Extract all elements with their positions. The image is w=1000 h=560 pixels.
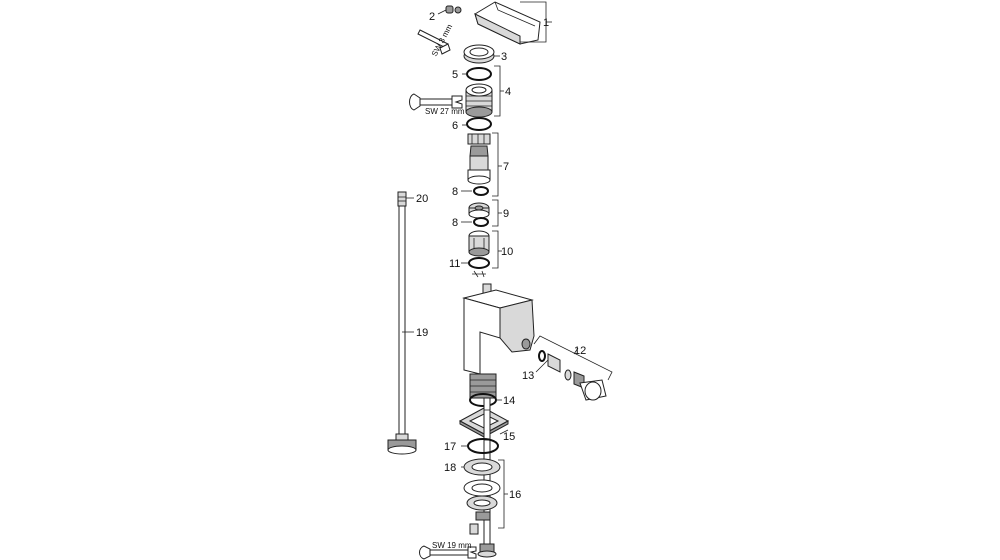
part-label-18: 18 — [444, 462, 456, 474]
hex-key-tool — [417, 29, 451, 55]
cartridge-part — [467, 133, 491, 185]
part-label-8b: 8 — [452, 217, 458, 229]
bracket-10 — [492, 230, 502, 269]
part-label-16: 16 — [509, 489, 521, 501]
faucet-body-part — [462, 283, 535, 399]
part-label-8a: 8 — [452, 186, 458, 198]
bracket-12 — [533, 335, 613, 381]
part-label-1: 1 — [543, 17, 549, 29]
part-label-15: 15 — [503, 431, 515, 443]
aerator-assembly-part — [538, 350, 607, 401]
seal-8b-part — [473, 217, 489, 227]
part-label-9: 9 — [503, 208, 509, 220]
fixing-set-part — [463, 479, 501, 535]
bracket-7 — [492, 132, 502, 197]
threaded-nut-part — [465, 83, 493, 118]
clip-part — [472, 270, 486, 278]
bracket-9 — [492, 199, 502, 227]
part-label-20: 20 — [416, 193, 428, 205]
part-label-13: 13 — [522, 370, 534, 382]
o-ring-5-part — [466, 67, 492, 81]
supply-hose-part — [387, 191, 417, 455]
part-label-12: 12 — [574, 345, 586, 357]
bracket-16 — [498, 459, 508, 529]
grub-screw-part — [445, 5, 462, 14]
o-ring-17-part — [467, 438, 499, 454]
lever-handle-part — [474, 1, 541, 45]
wrench-19-size-label: SW 19 mm — [432, 541, 472, 550]
bracket-1 — [520, 1, 552, 43]
o-ring-6-part — [466, 117, 492, 131]
part-label-6: 6 — [452, 120, 458, 132]
part-label-19: 19 — [416, 327, 428, 339]
part-label-14: 14 — [503, 395, 515, 407]
part-label-3: 3 — [501, 51, 507, 63]
part-label-4: 4 — [505, 86, 511, 98]
wrench-19-tool — [419, 545, 477, 560]
washer-18-part — [463, 458, 501, 476]
o-ring-11-part — [468, 257, 490, 269]
part-label-17: 17 — [444, 441, 456, 453]
cover-sleeve-part — [463, 44, 495, 64]
seal-8a-part — [473, 186, 489, 196]
valve-insert-9-part — [468, 202, 490, 219]
bottom-nut-part — [477, 543, 497, 558]
part-label-7: 7 — [503, 161, 509, 173]
wrench-27-tool — [409, 93, 463, 111]
bracket-4 — [494, 65, 504, 117]
part-label-2: 2 — [429, 11, 435, 23]
valve-insert-10-part — [468, 230, 490, 257]
wrench-27-size-label: SW 27 mm — [425, 107, 465, 116]
part-label-11: 11 — [449, 258, 460, 270]
part-label-10: 10 — [501, 246, 513, 258]
part-label-5: 5 — [452, 69, 458, 81]
